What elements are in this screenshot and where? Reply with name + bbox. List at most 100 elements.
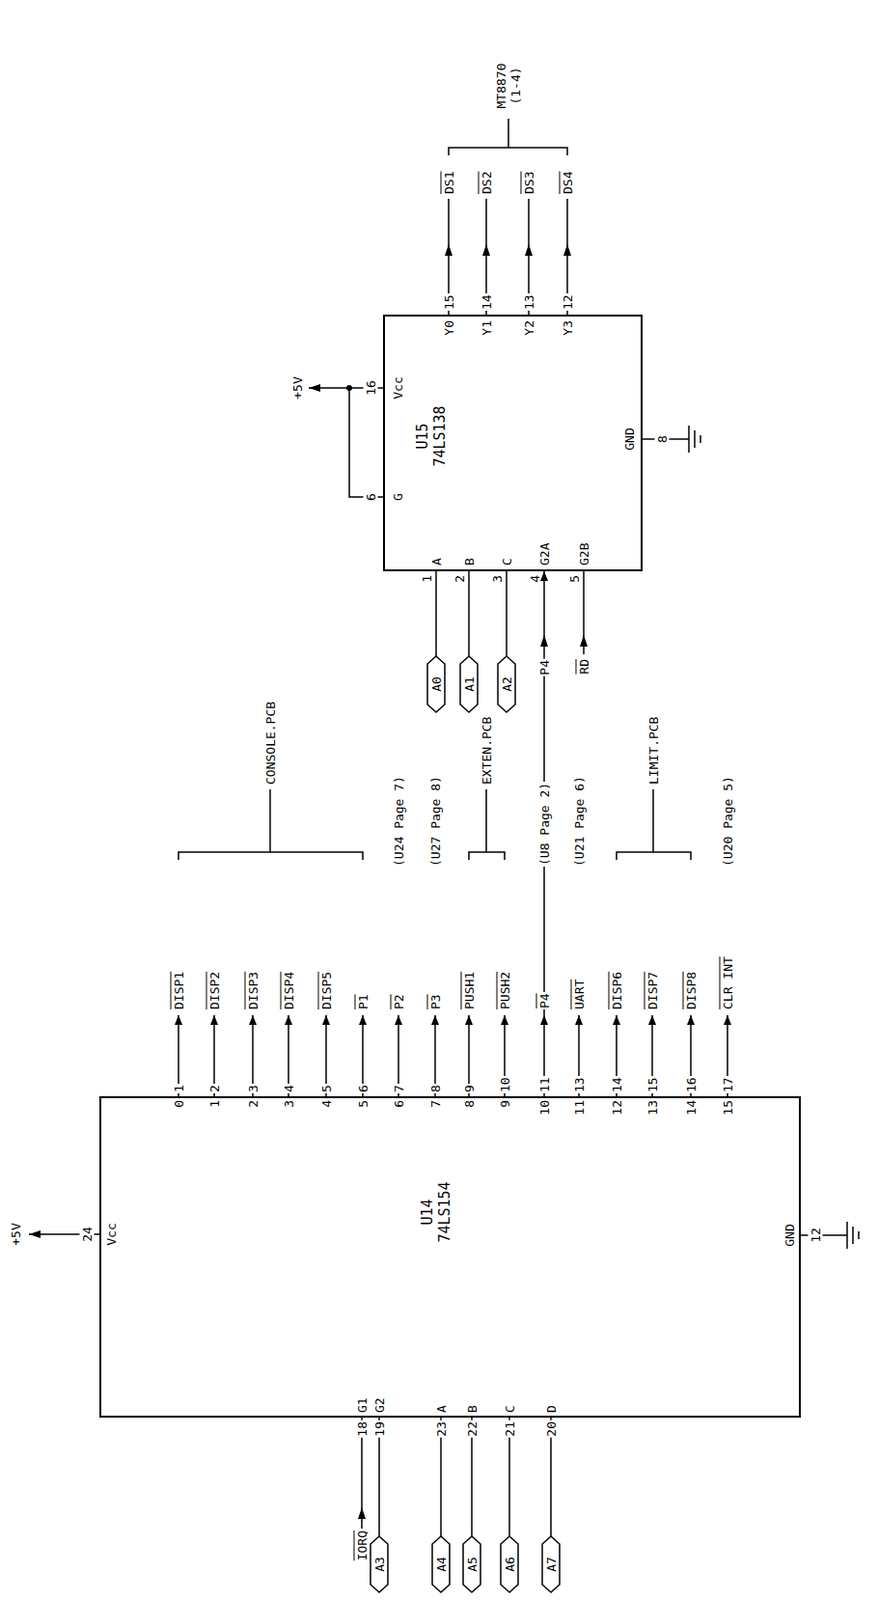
pin-name: GND: [782, 1223, 797, 1246]
signal-name: DS4: [560, 171, 576, 194]
pin-number: 4: [281, 1083, 297, 1094]
pin-name: 1: [207, 1099, 222, 1108]
signal-name: A1: [462, 676, 477, 692]
power-label: +5V: [290, 376, 305, 399]
board-label: LIMIT.PCB: [646, 716, 661, 785]
pin-number: 18: [355, 1420, 370, 1438]
pin-name: 2: [246, 1099, 261, 1108]
page-ref: (U24 Page 7): [391, 775, 407, 867]
signal-name: DS3: [521, 171, 537, 194]
chip-text: U1574LS138: [413, 405, 449, 467]
pin-name: 6: [391, 1099, 407, 1108]
pin-name: C: [499, 557, 515, 566]
pin-number: 1: [171, 1083, 187, 1094]
signal-name: DISP2: [207, 971, 222, 1010]
pin-name: Y3: [560, 320, 576, 336]
chip-type: 74LS154: [436, 1180, 454, 1242]
pin-name: G1: [355, 1397, 370, 1413]
signal-name: A0: [429, 676, 444, 692]
pin-number: 15: [441, 293, 457, 311]
pin-name: 4: [319, 1099, 334, 1108]
pin-number: 21: [502, 1420, 518, 1438]
signal-name: A3: [372, 1556, 387, 1572]
pin-number: 8: [428, 1083, 443, 1094]
pin-number: 16: [363, 379, 379, 397]
pin-number: 3: [490, 575, 505, 583]
pin-name: G: [390, 493, 406, 501]
signal-name: PUSH2: [497, 971, 513, 1010]
chip-text: U1474LS154: [418, 1180, 454, 1242]
pin-name: 9: [497, 1099, 513, 1108]
signal-name: P1: [356, 993, 371, 1010]
pin-number: 3: [246, 1083, 261, 1094]
pin-name: 3: [281, 1099, 297, 1108]
signal-name: P4: [537, 658, 552, 677]
pin-number: 17: [720, 1075, 736, 1094]
chip-ref: U14: [418, 1180, 437, 1242]
pin-number: 1: [419, 575, 435, 583]
pin-number: 12: [560, 293, 576, 311]
pin-number: 10: [497, 1075, 513, 1094]
pin-number: 6: [356, 1083, 371, 1094]
pin-name: Y2: [521, 320, 537, 336]
pin-name: A: [434, 1404, 449, 1413]
signal-name: A6: [502, 1556, 518, 1572]
pin-name: Y1: [479, 320, 494, 336]
pin-number: 7: [391, 1083, 407, 1094]
pin-number: 24: [80, 1225, 95, 1243]
pin-number: 11: [537, 1075, 552, 1094]
pin-name: 12: [609, 1099, 625, 1116]
signal-name: DISP3: [246, 971, 261, 1010]
signal-name: IORQ: [355, 1530, 370, 1561]
pin-number: 5: [319, 1083, 334, 1094]
power-label: +5V: [8, 1222, 24, 1245]
signal-name: CLR INT: [720, 956, 736, 1010]
signal-name: A4: [434, 1556, 449, 1572]
pin-name: G2: [372, 1397, 387, 1413]
signal-name: DISP4: [281, 971, 297, 1010]
pin-number: 2: [207, 1083, 222, 1094]
pin-number: 8: [655, 434, 670, 444]
pin-number: 22: [465, 1420, 480, 1438]
signal-name: A5: [465, 1556, 480, 1572]
pin-name: B: [465, 1404, 480, 1413]
page-ref: (U27 Page 8): [428, 775, 443, 867]
ic-chip: U1474LS154: [99, 1096, 801, 1418]
pin-number: 5: [567, 575, 582, 583]
pin-number: 13: [572, 1075, 587, 1094]
signal-name: PUSH1: [462, 971, 477, 1010]
pin-name: Y0: [441, 320, 457, 336]
chip-ref: U15: [413, 405, 432, 467]
signal-name: DISP7: [645, 971, 660, 1010]
pin-name: 7: [428, 1099, 443, 1108]
pin-number: 14: [479, 293, 494, 311]
pin-name: B: [462, 557, 477, 566]
pin-number: 16: [684, 1075, 699, 1094]
pin-number: 2: [452, 575, 467, 583]
pin-name: 10: [537, 1099, 552, 1116]
page-ref: (U8 Page 2): [537, 781, 552, 867]
signal-name: P2: [391, 993, 407, 1010]
ic-chip: U1574LS138: [383, 314, 643, 572]
page-ref: (U21 Page 6): [572, 775, 587, 867]
signal-name: DISP5: [319, 971, 334, 1010]
pin-number: 13: [521, 293, 537, 311]
signal-name: A7: [544, 1556, 559, 1572]
board-label: EXTEN.PCB: [479, 716, 494, 785]
pin-name: 11: [572, 1099, 587, 1116]
pin-name: GND: [622, 427, 637, 450]
pin-name: 0: [171, 1099, 187, 1108]
signal-name: DS2: [479, 171, 494, 194]
pin-number: 12: [808, 1226, 824, 1244]
pin-number: 14: [609, 1075, 625, 1094]
pin-number: 20: [544, 1420, 559, 1438]
pin-name: A: [429, 557, 444, 566]
pin-name: 15: [720, 1099, 736, 1116]
pin-number: 23: [434, 1420, 449, 1438]
signal-name: P3: [428, 993, 443, 1010]
pin-number: 6: [363, 492, 379, 502]
signal-name: DISP8: [684, 971, 699, 1010]
pin-name: 5: [356, 1099, 371, 1108]
pin-name: Vcc: [104, 1222, 119, 1245]
pin-number: 4: [527, 575, 543, 583]
